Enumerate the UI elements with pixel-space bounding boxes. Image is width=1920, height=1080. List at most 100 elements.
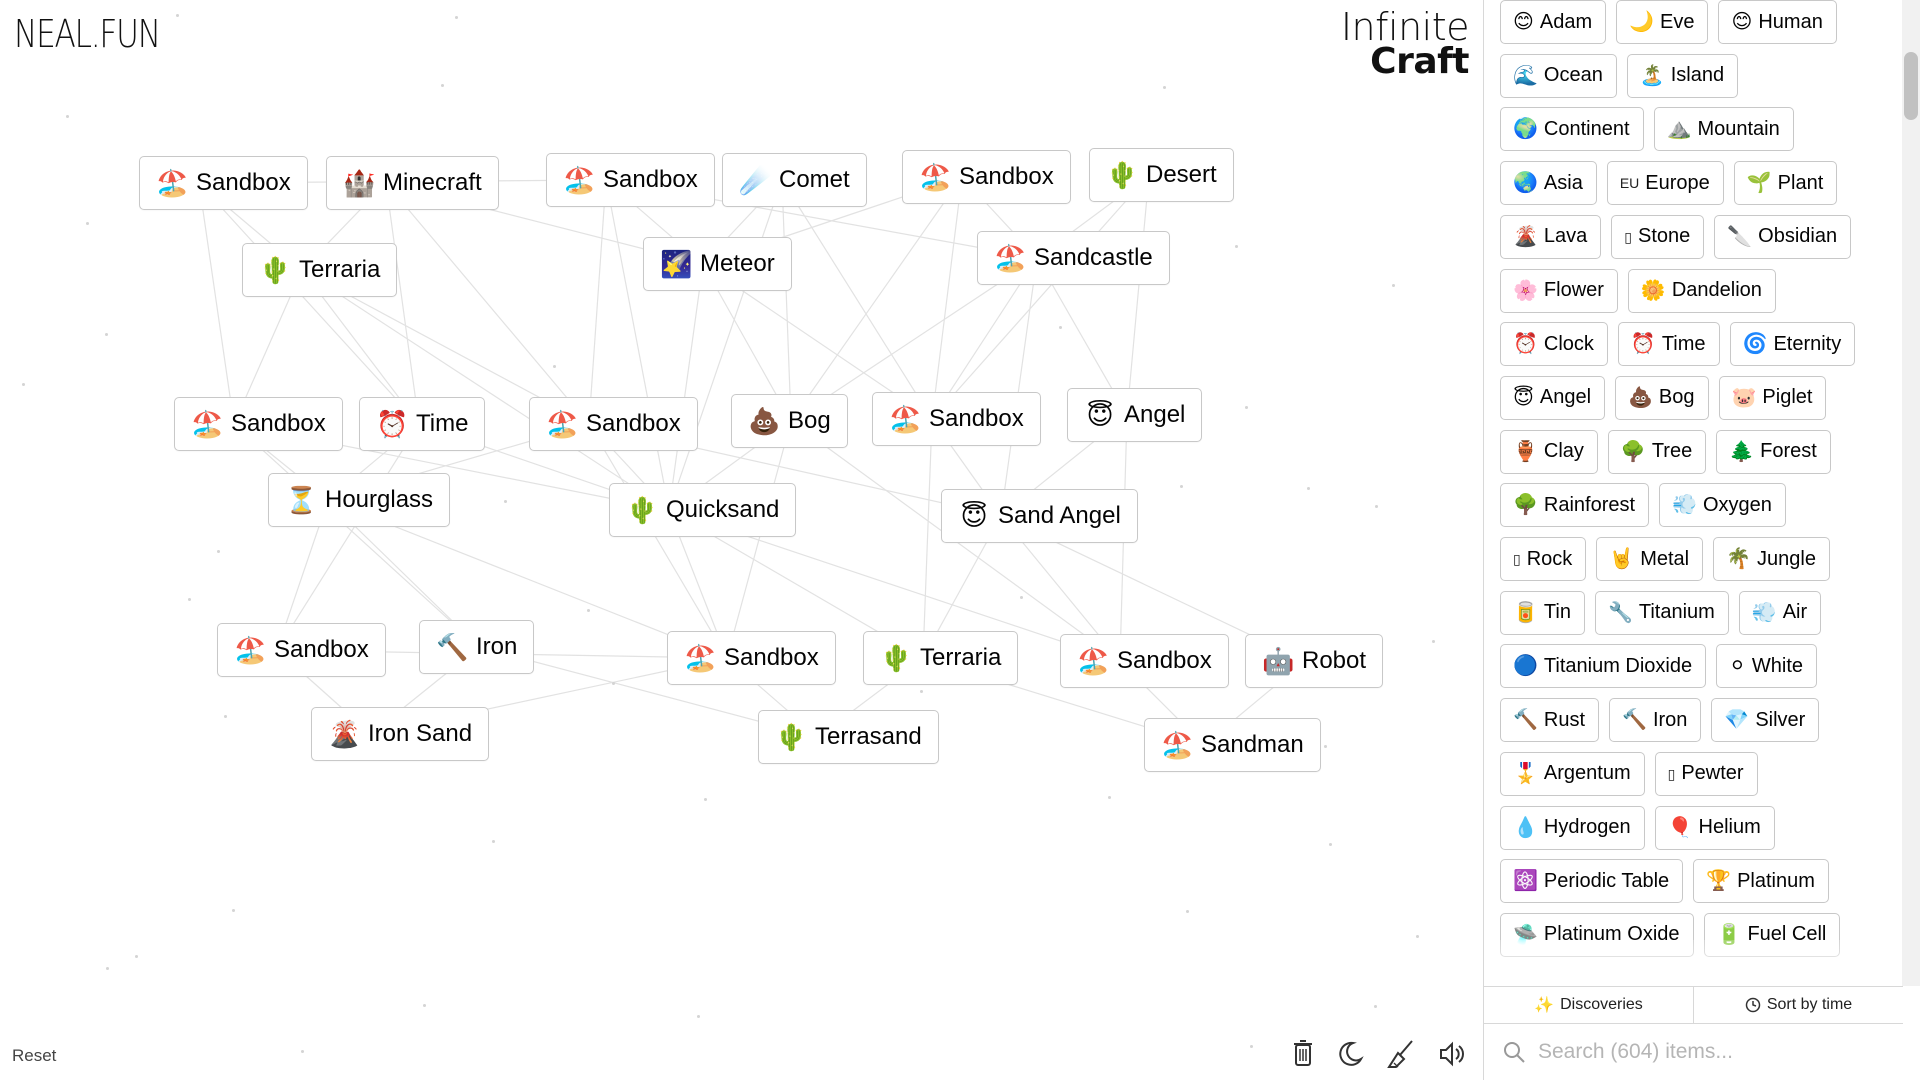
sidebar-item[interactable]: 🏆Platinum: [1693, 859, 1829, 904]
canvas-element[interactable]: 🌵Desert: [1089, 148, 1234, 202]
items-row: ⚛️Periodic Table🏆Platinum: [1500, 859, 1829, 904]
sidebar-item[interactable]: 🔧Titanium: [1594, 590, 1729, 635]
sidebar-item[interactable]: 🔨Iron: [1609, 698, 1702, 743]
scrollbar-thumb[interactable]: [1904, 52, 1918, 120]
sidebar-item[interactable]: ⏰Time: [1617, 322, 1720, 367]
sidebar-item[interactable]: ⚪White: [1716, 644, 1817, 689]
sidebar-item[interactable]: 🌳Rainforest: [1500, 483, 1650, 528]
sidebar-item[interactable]: 🌀Eternity: [1729, 322, 1856, 367]
element-emoji-icon: 🌠: [660, 249, 693, 279]
neal-fun-logo[interactable]: NEAL.FUN: [14, 12, 161, 56]
item-emoji-icon: 🌳: [1513, 494, 1538, 517]
canvas-element[interactable]: 🏖️Sandman: [1144, 718, 1321, 772]
sidebar-item[interactable]: 💩Bog: [1615, 375, 1709, 420]
sound-icon[interactable]: [1437, 1037, 1467, 1071]
canvas-element[interactable]: 🏰Minecraft: [326, 156, 499, 210]
canvas-element[interactable]: 🏖️Sandbox: [872, 392, 1041, 446]
canvas-element[interactable]: 🔨Iron: [419, 620, 535, 674]
canvas-element[interactable]: 🏖️Sandbox: [667, 631, 836, 685]
connection-line: [668, 263, 704, 511]
sidebar-item[interactable]: 🌲Forest: [1716, 429, 1831, 474]
canvas-element[interactable]: 🏖️Sandbox: [546, 153, 715, 207]
sidebar-item[interactable]: 🌋Lava: [1500, 214, 1602, 259]
sidebar-item[interactable]: 💨Air: [1738, 590, 1822, 635]
connection-line: [301, 269, 670, 511]
sidebar-item[interactable]: 🌴Jungle: [1713, 537, 1830, 581]
connection-line: [931, 176, 963, 420]
canvas-element[interactable]: 😇Angel: [1067, 388, 1203, 442]
sidebar-item[interactable]: 🔵Titanium Dioxide: [1500, 644, 1707, 689]
sidebar-item[interactable]: 🌼Dandelion: [1627, 268, 1776, 313]
sidebar-item[interactable]: 🥫Tin: [1500, 590, 1585, 635]
sidebar-item[interactable]: 💧Hydrogen: [1500, 805, 1645, 850]
sidebar-item[interactable]: 🌸Flower: [1500, 268, 1618, 313]
canvas-element[interactable]: 😇Sand Angel: [941, 489, 1138, 543]
sidebar-item[interactable]: ▯Pewter: [1654, 751, 1758, 796]
canvas-element[interactable]: 🌵Terrasand: [758, 710, 939, 764]
canvas-element[interactable]: 🏖️Sandbox: [217, 623, 386, 677]
sidebar-item[interactable]: 🐷Piglet: [1718, 375, 1827, 420]
dark-mode-moon-icon[interactable]: [1335, 1037, 1365, 1071]
background-dot: [455, 16, 458, 19]
craft-canvas[interactable]: NEAL.FUN Infinite Craft 🏖️Sandbox🏰Minecr…: [0, 0, 1483, 1080]
item-label: Ocean: [1543, 64, 1603, 87]
sidebar-item[interactable]: 😇Angel: [1500, 375, 1606, 420]
sidebar-item[interactable]: 🌳Tree: [1607, 429, 1707, 474]
trash-icon[interactable]: [1288, 1037, 1318, 1071]
canvas-element[interactable]: 🌵Terraria: [242, 243, 398, 297]
canvas-element[interactable]: 🏖️Sandbox: [1060, 634, 1229, 688]
discoveries-tab[interactable]: ✨ Discoveries: [1484, 987, 1693, 1023]
items-row: 🌋Lava▯Stone🔪Obsidian: [1500, 214, 1852, 259]
sidebar-item[interactable]: 🏺Clay: [1500, 429, 1598, 474]
sidebar-item[interactable]: ⚛️Periodic Table: [1500, 859, 1684, 904]
canvas-element[interactable]: ⏳Hourglass: [268, 473, 451, 527]
canvas-element[interactable]: 💩Bog: [731, 394, 848, 448]
canvas-element[interactable]: 🌵Quicksand: [609, 483, 797, 537]
item-label: Eternity: [1773, 332, 1842, 355]
canvas-element[interactable]: 🏖️Sandbox: [139, 156, 308, 210]
sidebar-item[interactable]: 🎖️Argentum: [1500, 751, 1645, 796]
reset-button[interactable]: Reset: [12, 1046, 57, 1065]
sidebar-item[interactable]: 😊Adam: [1500, 0, 1607, 44]
canvas-element[interactable]: 🏖️Sandbox: [529, 397, 698, 451]
sidebar-item[interactable]: 🤘Metal: [1596, 537, 1704, 581]
sidebar-item[interactable]: 🎈Helium: [1654, 805, 1775, 850]
sidebar-item[interactable]: 🌙Eve: [1616, 0, 1709, 44]
canvas-element[interactable]: ☄️Comet: [722, 153, 867, 207]
broom-icon[interactable]: [1386, 1037, 1416, 1071]
canvas-element[interactable]: 🏖️Sandbox: [902, 150, 1071, 204]
sidebar-item[interactable]: 💎Silver: [1711, 698, 1820, 743]
items-list[interactable]: 😊Adam🌙Eve😊Human 🌊Ocean🏝️Island 🌍Continent⛰…: [1500, 0, 1890, 986]
sidebar-item[interactable]: 🌱Plant: [1733, 161, 1838, 206]
sidebar-item[interactable]: 💨Oxygen: [1659, 483, 1786, 528]
background-dot: [1245, 406, 1248, 409]
canvas-element[interactable]: 🌠Meteor: [643, 237, 792, 291]
canvas-element[interactable]: 🏖️Sandcastle: [977, 231, 1170, 285]
sidebar-item[interactable]: ⛰️Mountain: [1653, 107, 1794, 152]
canvas-element[interactable]: ⏰Time: [359, 397, 486, 451]
items-row: 🔵Titanium Dioxide⚪White: [1500, 644, 1817, 689]
sidebar-item[interactable]: 😊Human: [1718, 0, 1837, 44]
element-label: Sandbox: [959, 163, 1054, 190]
sidebar-item[interactable]: ⏰Clock: [1500, 322, 1608, 367]
sidebar-item[interactable]: 🏝️Island: [1626, 53, 1739, 98]
canvas-element[interactable]: 🤖Robot: [1245, 634, 1384, 688]
canvas-element[interactable]: 🌵Terraria: [863, 631, 1019, 685]
sidebar-item[interactable]: 🌍Continent: [1500, 107, 1644, 152]
sidebar-item[interactable]: ▯Stone: [1611, 214, 1705, 259]
sidebar-item[interactable]: 🌊Ocean: [1500, 53, 1617, 98]
search-input[interactable]: [1538, 1040, 1878, 1064]
sidebar-item[interactable]: 🔪Obsidian: [1714, 214, 1852, 259]
element-label: Sandcastle: [1034, 244, 1153, 271]
sidebar-item[interactable]: 🌏Asia: [1500, 161, 1597, 206]
sidebar-item[interactable]: 🔨Rust: [1500, 698, 1600, 743]
sort-by-time-tab[interactable]: Sort by time: [1693, 987, 1903, 1023]
scrollbar[interactable]: [1902, 0, 1920, 986]
search-bar: [1484, 1024, 1920, 1080]
item-label: Eve: [1660, 10, 1695, 33]
canvas-element[interactable]: 🌋Iron Sand: [311, 707, 490, 761]
item-label: Island: [1670, 64, 1725, 87]
canvas-element[interactable]: 🏖️Sandbox: [174, 397, 343, 451]
sidebar-item[interactable]: ▯Rock: [1500, 537, 1587, 581]
